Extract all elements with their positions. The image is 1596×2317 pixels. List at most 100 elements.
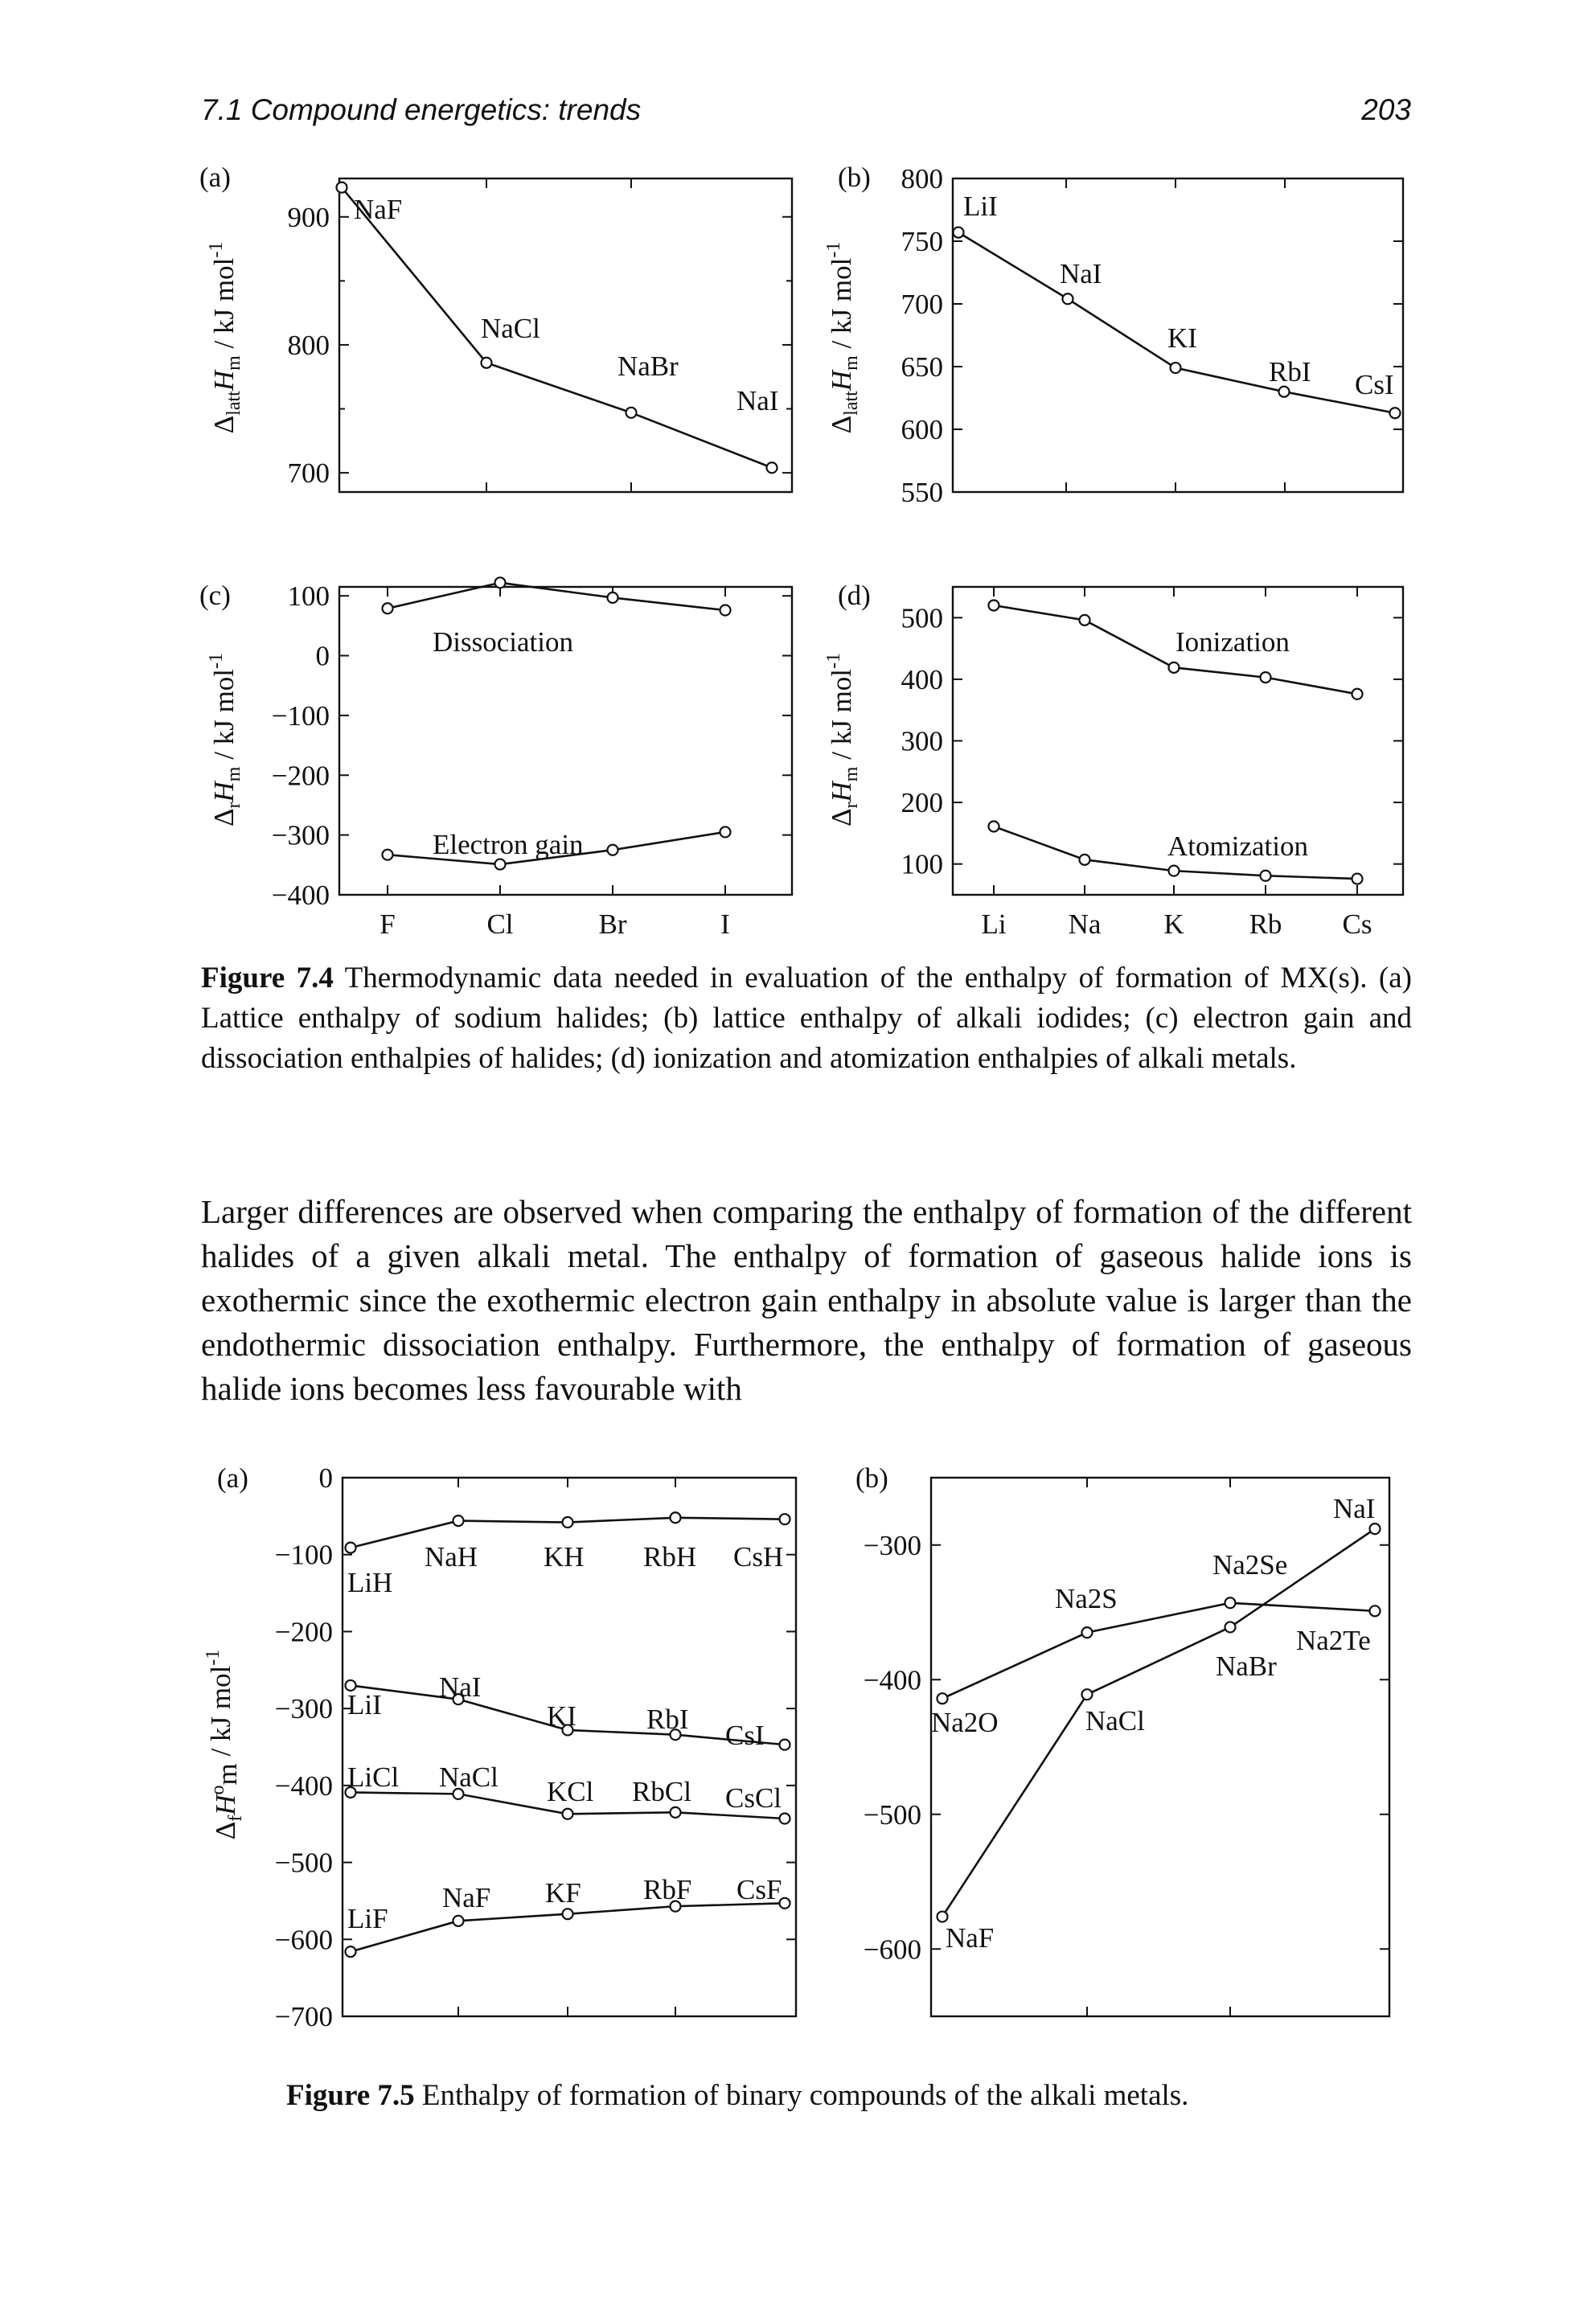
y-tick-label: 0	[316, 641, 330, 672]
y-tick-label: 100	[288, 580, 330, 612]
fig75-panel-b-frame	[929, 1476, 1391, 2018]
panel-tag: (c)	[199, 580, 231, 611]
figure-7-5-caption-text: Enthalpy of formation of binary compound…	[414, 2079, 1189, 2112]
fig75-panel-a-frame	[341, 1476, 798, 2018]
data-point	[561, 1908, 574, 1921]
point-label: NaCl	[1085, 1705, 1145, 1737]
data-point	[606, 843, 619, 856]
y-tick-label: −600	[275, 1924, 333, 1955]
point-label: Na2Se	[1212, 1549, 1287, 1581]
panel-tag: (b)	[838, 162, 871, 193]
point-label: RbH	[643, 1541, 696, 1573]
point-label: CsF	[736, 1874, 782, 1905]
fig74-c-ylabel: ΔrHm / kJ mol-1	[206, 653, 244, 826]
y-tick-label: −100	[275, 1540, 333, 1571]
y-tick-label: 400	[901, 664, 944, 695]
data-point	[1078, 613, 1091, 626]
data-point	[1368, 1523, 1381, 1536]
fig74-d-ylabel-text: ΔrHm / kJ mol-1	[823, 653, 862, 826]
y-tick-label: −400	[275, 1770, 333, 1802]
data-point	[494, 858, 507, 871]
data-point	[952, 226, 965, 239]
data-point	[561, 1515, 574, 1529]
point-label: NaI	[736, 385, 778, 416]
y-tick-label: 500	[901, 602, 944, 634]
x-tick-label: I	[720, 908, 730, 940]
y-tick-label: 0	[319, 1462, 334, 1494]
panel-tag: (a)	[199, 162, 231, 193]
x-tick-label: Br	[599, 908, 627, 940]
data-point	[719, 826, 732, 839]
x-tick-label: Cl	[486, 908, 513, 940]
x-tick-label: Rb	[1249, 908, 1282, 940]
data-point	[344, 1541, 357, 1554]
data-point	[669, 1900, 682, 1913]
y-tick-label: −400	[864, 1664, 921, 1696]
point-label: KCl	[547, 1776, 594, 1807]
fig75-panel-b: −300−400−500−600Na2ONa2SNa2SeNa2TeNaFNaC…	[855, 1462, 1391, 2018]
figure-7-5-label: Figure 7.5	[286, 2079, 415, 2112]
data-point	[1259, 869, 1272, 882]
y-tick-label: −300	[864, 1530, 921, 1561]
data-point	[494, 576, 507, 589]
data-point	[1278, 385, 1290, 398]
fig74-panel-c-frame	[338, 585, 794, 896]
point-label: Atomization	[1167, 830, 1308, 862]
point-label: Electron gain	[433, 829, 584, 860]
point-label: CsI	[1355, 369, 1394, 400]
panel-tag: (b)	[855, 1462, 888, 1494]
point-label: RbCl	[632, 1776, 691, 1807]
data-point	[778, 1513, 791, 1526]
x-tick-label: Na	[1069, 908, 1102, 940]
data-point	[669, 1511, 682, 1524]
data-point	[381, 602, 394, 615]
y-tick-label: −100	[272, 700, 330, 732]
data-point	[1169, 361, 1182, 375]
point-label: CsCl	[725, 1782, 782, 1814]
data-point	[344, 1786, 357, 1799]
point-label: NaF	[946, 1922, 994, 1954]
data-point	[1351, 872, 1364, 885]
data-point	[936, 1910, 949, 1923]
fig74-d-ylabel: ΔrHm / kJ mol-1	[823, 653, 862, 826]
fig74-panel-b-frame	[951, 177, 1405, 494]
y-tick-label: −500	[864, 1799, 921, 1831]
data-point	[1224, 1597, 1237, 1610]
point-label: LiI	[963, 191, 998, 222]
panel-tag: (d)	[838, 580, 871, 611]
point-label: NaF	[442, 1882, 490, 1913]
data-point	[1081, 1688, 1093, 1701]
y-tick-label: −700	[275, 2001, 333, 2032]
y-tick-label: 100	[901, 849, 944, 880]
point-label: NaF	[354, 194, 402, 225]
data-point	[344, 1946, 357, 1958]
x-tick-label: K	[1163, 908, 1184, 940]
fig74-a-ylabel: ΔlattHm / kJ mol-1	[206, 242, 244, 434]
y-tick-label: 900	[288, 202, 330, 233]
y-tick-label: −200	[272, 760, 330, 791]
point-label: Na2Te	[1296, 1625, 1371, 1656]
y-tick-label: −300	[275, 1693, 333, 1724]
data-point	[452, 1514, 465, 1528]
data-point	[561, 1724, 574, 1737]
point-label: Ionization	[1175, 626, 1290, 658]
data-point	[561, 1807, 574, 1820]
point-label: KI	[547, 1700, 576, 1732]
data-point	[1081, 1626, 1093, 1639]
data-point	[1259, 671, 1272, 684]
fig75-a-ylabel: ΔfHom / kJ mol-1	[203, 1650, 246, 1840]
figure-7-4-caption: Figure 7.4 Thermodynamic data needed in …	[201, 958, 1412, 1079]
data-point	[1078, 853, 1091, 866]
point-label: Dissociation	[433, 626, 573, 658]
point-label: KI	[1167, 322, 1197, 354]
data-point	[480, 356, 493, 369]
panel-tag: (a)	[217, 1462, 248, 1494]
data-point	[987, 599, 1000, 612]
y-tick-label: −200	[275, 1616, 333, 1647]
data-point	[606, 591, 619, 604]
point-label: RbI	[646, 1704, 689, 1735]
data-point	[778, 1897, 791, 1909]
